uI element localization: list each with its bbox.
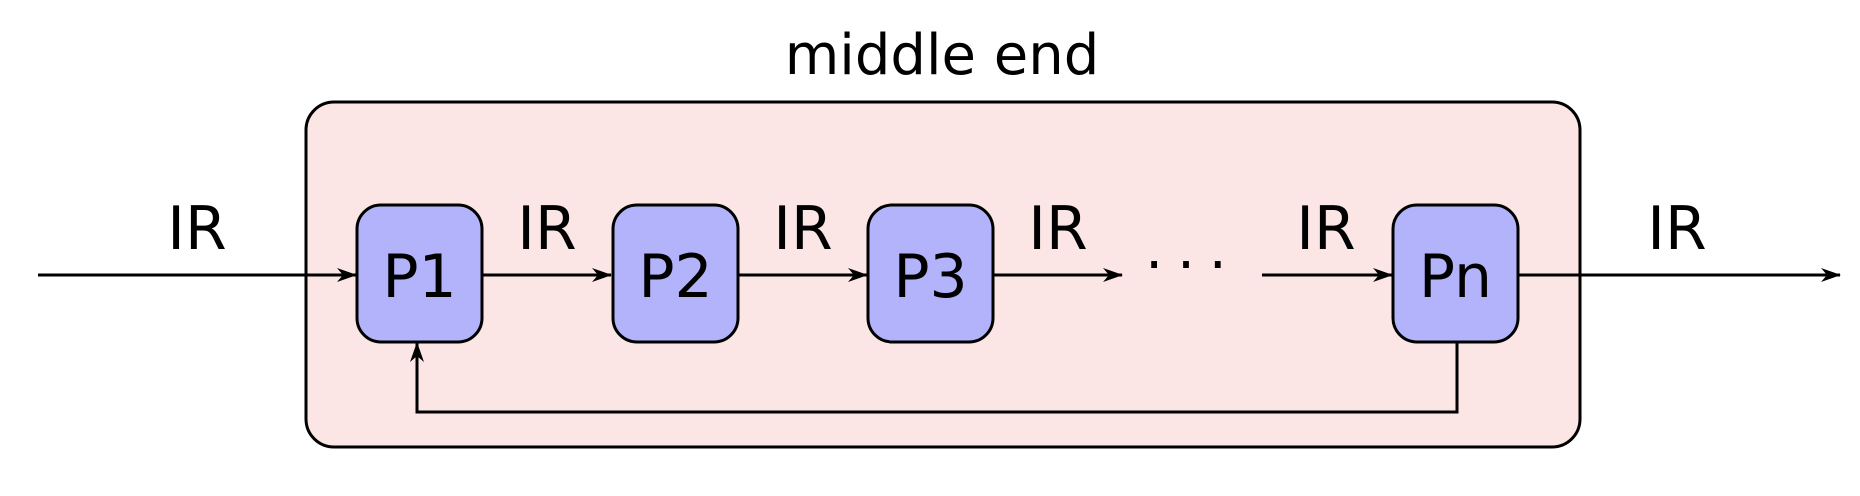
edge-label-output: IR bbox=[1647, 194, 1706, 264]
pass-node-p1-box bbox=[355, 203, 484, 344]
pass-node-p3-label: P3 bbox=[893, 242, 967, 312]
pass-node-p1: P1 bbox=[355, 203, 484, 344]
pass-node-p3: P3 bbox=[866, 203, 995, 344]
ellipsis: ··· bbox=[1145, 233, 1240, 298]
edge-feedback-pn-p1 bbox=[410, 340, 1459, 414]
pass-node-pn-label: Pn bbox=[1419, 242, 1492, 312]
pass-node-p2-label: P2 bbox=[638, 242, 712, 312]
edge-label-p1-p2: IR bbox=[517, 194, 576, 264]
pass-node-p2: P2 bbox=[611, 203, 740, 344]
pass-node-pn-box bbox=[1391, 203, 1520, 344]
edge-label-p3-dots: IR bbox=[1028, 194, 1087, 264]
edge-label-input: IR bbox=[167, 194, 226, 264]
diagram-title: middle end bbox=[785, 23, 1100, 88]
edge-label-p2-p3: IR bbox=[773, 194, 832, 264]
pass-node-p1-label: P1 bbox=[382, 242, 456, 312]
pass-node-pn: Pn bbox=[1391, 203, 1520, 344]
pass-node-p2-box bbox=[611, 203, 740, 344]
edge-label-dots-pn: IR bbox=[1296, 194, 1355, 264]
pass-node-p3-box bbox=[866, 203, 995, 344]
